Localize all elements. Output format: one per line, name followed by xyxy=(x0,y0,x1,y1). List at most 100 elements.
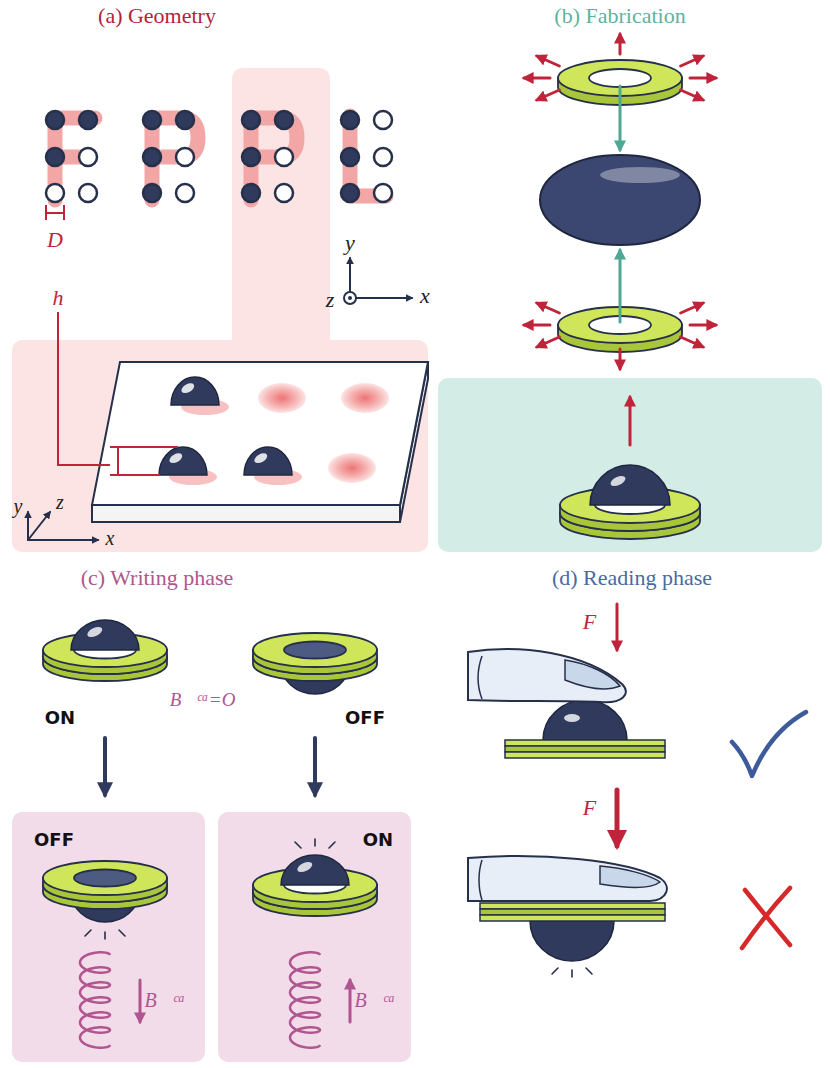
panel-title: (b) Fabrication xyxy=(554,4,685,28)
stretch-arrow xyxy=(524,77,550,80)
raised-dome xyxy=(244,447,292,475)
release-arrow xyxy=(629,397,632,445)
snap-marks xyxy=(295,839,335,848)
magnet-layer xyxy=(505,746,665,752)
raised-dome xyxy=(159,447,207,475)
stretch-arrow xyxy=(681,337,704,347)
dome-highlight xyxy=(86,625,104,639)
fingernail xyxy=(565,660,620,689)
release-panel xyxy=(438,378,822,552)
stretch-arrow xyxy=(537,303,560,313)
finger-crease xyxy=(479,860,482,900)
stretch-arrow xyxy=(537,337,560,347)
stretch-arrow xyxy=(690,324,716,327)
stretch-arrow xyxy=(524,324,550,327)
state-label: OFF xyxy=(34,830,74,850)
braille-dot-raised xyxy=(46,111,64,129)
stretch-arrow xyxy=(537,56,560,66)
dome-highlight xyxy=(609,474,627,488)
plate-top xyxy=(92,362,428,505)
braille-dot-raised xyxy=(242,148,260,166)
cross-mark xyxy=(742,888,790,948)
electromagnet-coil xyxy=(80,952,110,1047)
axis-arrow xyxy=(28,512,50,540)
axis-label: x xyxy=(420,284,430,308)
shell-dome-up xyxy=(71,620,139,650)
braille-dot-flat xyxy=(275,184,293,202)
braille-dot-flat xyxy=(275,148,293,166)
braille-dot-raised xyxy=(143,148,161,166)
check-mark xyxy=(732,712,806,776)
plate-front xyxy=(92,505,400,522)
press-arrow xyxy=(619,86,622,150)
braille-dot-flat xyxy=(374,148,392,166)
dome-highlight xyxy=(296,860,314,874)
braille-dot-raised xyxy=(46,148,64,166)
field-arrow xyxy=(139,980,142,1022)
dimension-ticks xyxy=(110,447,178,475)
axis-label: x xyxy=(106,527,115,549)
dimension-ticks xyxy=(46,205,64,220)
electromagnet-coil xyxy=(290,952,320,1047)
stretch-arrow xyxy=(690,77,716,80)
raised-dome xyxy=(171,377,219,405)
force-arrow xyxy=(616,604,619,650)
dimension-label: D xyxy=(47,228,63,252)
ring-hole xyxy=(589,69,651,87)
flat-hole xyxy=(328,453,376,483)
flat-hole xyxy=(258,383,306,413)
braille-dot-flat xyxy=(374,111,392,129)
shell-dome-up xyxy=(590,465,670,505)
braille-dot-raised xyxy=(275,111,293,129)
field-label: B⃗ᶜᵃ=O⃗ xyxy=(170,690,250,711)
fingernail xyxy=(600,866,660,888)
transition-arrow xyxy=(313,738,317,795)
magnet-layer xyxy=(505,752,665,758)
braille-dot-raised xyxy=(341,111,359,129)
dome-highlight xyxy=(180,381,196,395)
state-label: ON xyxy=(45,708,75,728)
braille-dot-raised xyxy=(341,184,359,202)
axis-label: z xyxy=(56,491,64,513)
writing-result-box: OFF B⃗ᶜᵃ xyxy=(12,812,205,1062)
panel-title: (d) Reading phase xyxy=(552,566,712,590)
stretch-arrow xyxy=(619,349,622,369)
magnet-layer xyxy=(480,915,665,921)
snap-marks xyxy=(552,968,592,977)
braille-dot-flat xyxy=(79,148,97,166)
force-label: F⃗ xyxy=(583,796,614,820)
finger-crease xyxy=(478,656,482,699)
stretch-arrow xyxy=(537,90,560,100)
panel-title: (c) Writing phase xyxy=(81,566,234,590)
magnet-ring-top xyxy=(253,633,377,667)
state-label: OFF xyxy=(345,708,385,728)
magnet-layer xyxy=(480,909,665,915)
shell-dome-up xyxy=(543,700,627,740)
braille-dot-flat xyxy=(374,184,392,202)
braille-dot-raised xyxy=(242,184,260,202)
geometry-panel-stem xyxy=(232,68,330,358)
braille-dot-raised xyxy=(341,148,359,166)
flat-hole xyxy=(341,383,389,413)
braille-dot-raised xyxy=(143,111,161,129)
axis-arrow xyxy=(27,512,29,540)
writing-result-ground xyxy=(218,812,411,1062)
axis-out-of-plane-dot xyxy=(348,296,352,300)
field-label: B⃗ᶜᵃ xyxy=(145,989,186,1011)
leader-line xyxy=(58,312,110,465)
panel-title: (a) Geometry xyxy=(98,4,216,28)
shell-dome-up xyxy=(281,855,349,885)
dome-highlight xyxy=(564,714,580,722)
finger xyxy=(468,856,667,901)
ring-hole xyxy=(284,642,346,659)
dimension-label: h xyxy=(53,286,64,310)
axis-out-of-plane xyxy=(344,292,356,304)
axis-arrow xyxy=(28,539,98,541)
force-arrow xyxy=(615,790,620,846)
dome-highlight xyxy=(253,451,269,465)
braille-dot-flat xyxy=(46,184,64,202)
transition-arrow xyxy=(103,738,107,795)
stretch-arrow xyxy=(681,90,704,100)
